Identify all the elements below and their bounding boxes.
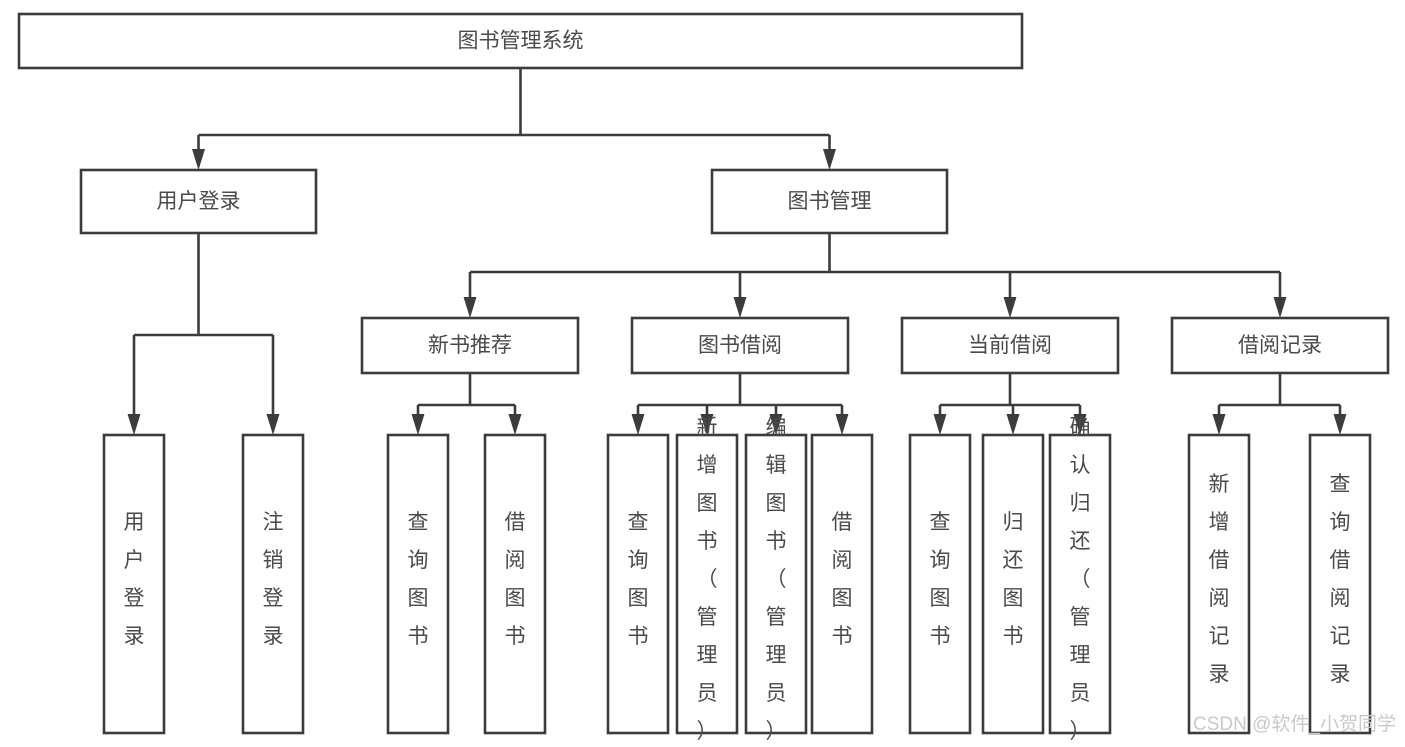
connector-group-root [192,68,836,170]
node-newbook[interactable]: 新书推荐 [360,316,580,375]
node-leaf-query-record[interactable]: 查询借阅记录 [1308,433,1372,735]
node-label: 归还图书 [1003,511,1024,648]
node-label: 借阅图书 [505,511,526,648]
arrow-head-icon [1333,414,1347,435]
node-box[interactable] [17,12,1024,70]
node-box[interactable] [710,168,949,235]
arrow-head-icon [823,149,836,170]
arrow-head-icon [127,414,141,435]
arrow-head-icon [411,414,425,435]
arrow-head-icon [1003,297,1017,318]
node-label: 编辑图书（管理员） [766,416,787,743]
arrow-head-icon [733,297,747,318]
node-box[interactable] [1308,433,1372,735]
node-leaf-add-record[interactable]: 新增借阅记录 [1187,433,1251,735]
node-layer: 图书管理系统用户登录图书管理新书推荐图书借阅当前借阅借阅记录用户登录注销登录查询… [17,12,1390,743]
node-leaf-borrow-book-1[interactable]: 借阅图书 [483,433,547,735]
arrow-head-icon [631,414,645,435]
node-box[interactable] [675,433,739,735]
node-box[interactable] [386,433,450,735]
node-label: 借阅记录 [1238,334,1322,357]
connector-layer [127,68,1347,435]
node-root[interactable]: 图书管理系统 [17,12,1024,70]
arrow-head-icon [1006,414,1020,435]
arrow-head-icon [192,149,205,170]
node-leaf-borrow-book-2[interactable]: 借阅图书 [810,433,874,735]
arrow-head-icon [463,297,477,318]
node-label: 注销登录 [263,511,284,648]
connector-group-bookmgmt [463,233,1287,318]
connector-group-login [127,233,280,435]
node-label: 用户登录 [157,190,241,213]
arrow-head-icon [769,414,783,435]
node-label: 新书推荐 [428,334,512,357]
node-box[interactable] [744,433,808,735]
arrow-head-icon [266,414,280,435]
node-box[interactable] [79,168,318,235]
arrow-head-icon [1273,297,1287,318]
node-box[interactable] [900,316,1120,375]
node-label: 查询图书 [930,511,951,648]
node-leaf-query-book-2[interactable]: 查询图书 [606,433,670,735]
node-label: 查询图书 [408,511,429,648]
node-leaf-query-book-1[interactable]: 查询图书 [386,433,450,735]
node-leaf-confirm-return[interactable]: 确认归还（管理员） [1048,416,1112,743]
node-box[interactable] [630,316,850,375]
node-bookmgmt[interactable]: 图书管理 [710,168,949,235]
node-label: 新增借阅记录 [1209,473,1230,686]
node-login[interactable]: 用户登录 [79,168,318,235]
node-leaf-user-logout[interactable]: 注销登录 [241,433,305,735]
node-label: 确认归还（管理员） [1070,416,1091,743]
connector-group-newbook [411,373,522,435]
node-box[interactable] [241,433,305,735]
node-label: 图书管理系统 [458,30,584,53]
arrow-head-icon [1212,414,1226,435]
node-box[interactable] [606,433,670,735]
arrow-head-icon [835,414,849,435]
node-label: 借阅图书 [832,511,853,648]
node-leaf-add-book[interactable]: 新增图书（管理员） [675,416,739,743]
arrow-head-icon [700,414,714,435]
arrow-head-icon [1073,414,1087,435]
arrow-head-icon [508,414,522,435]
node-borrow[interactable]: 图书借阅 [630,316,850,375]
node-label: 查询借阅记录 [1330,473,1351,686]
arrow-head-icon [933,414,947,435]
node-box[interactable] [1048,433,1112,735]
node-leaf-return-book[interactable]: 归还图书 [981,433,1045,735]
node-box[interactable] [981,433,1045,735]
node-box[interactable] [360,316,580,375]
node-label: 用户登录 [124,511,145,648]
node-records[interactable]: 借阅记录 [1170,316,1390,375]
connector-group-current [933,373,1087,435]
node-label: 当前借阅 [968,334,1052,357]
node-leaf-query-book-3[interactable]: 查询图书 [908,433,972,735]
node-box[interactable] [908,433,972,735]
node-box[interactable] [810,433,874,735]
node-leaf-edit-book[interactable]: 编辑图书（管理员） [744,416,808,743]
node-current[interactable]: 当前借阅 [900,316,1120,375]
node-box[interactable] [102,433,166,735]
connector-group-records [1212,373,1347,435]
node-label: 新增图书（管理员） [697,416,718,743]
connector-group-borrow [631,373,849,435]
node-box[interactable] [1187,433,1251,735]
node-label: 图书管理 [788,190,872,213]
node-box[interactable] [1170,316,1390,375]
node-label: 图书借阅 [698,334,782,357]
csdn-watermark: CSDN @软件_小贺同学 [1193,713,1396,735]
node-label: 查询图书 [628,511,649,648]
node-box[interactable] [483,433,547,735]
node-leaf-user-login[interactable]: 用户登录 [102,433,166,735]
